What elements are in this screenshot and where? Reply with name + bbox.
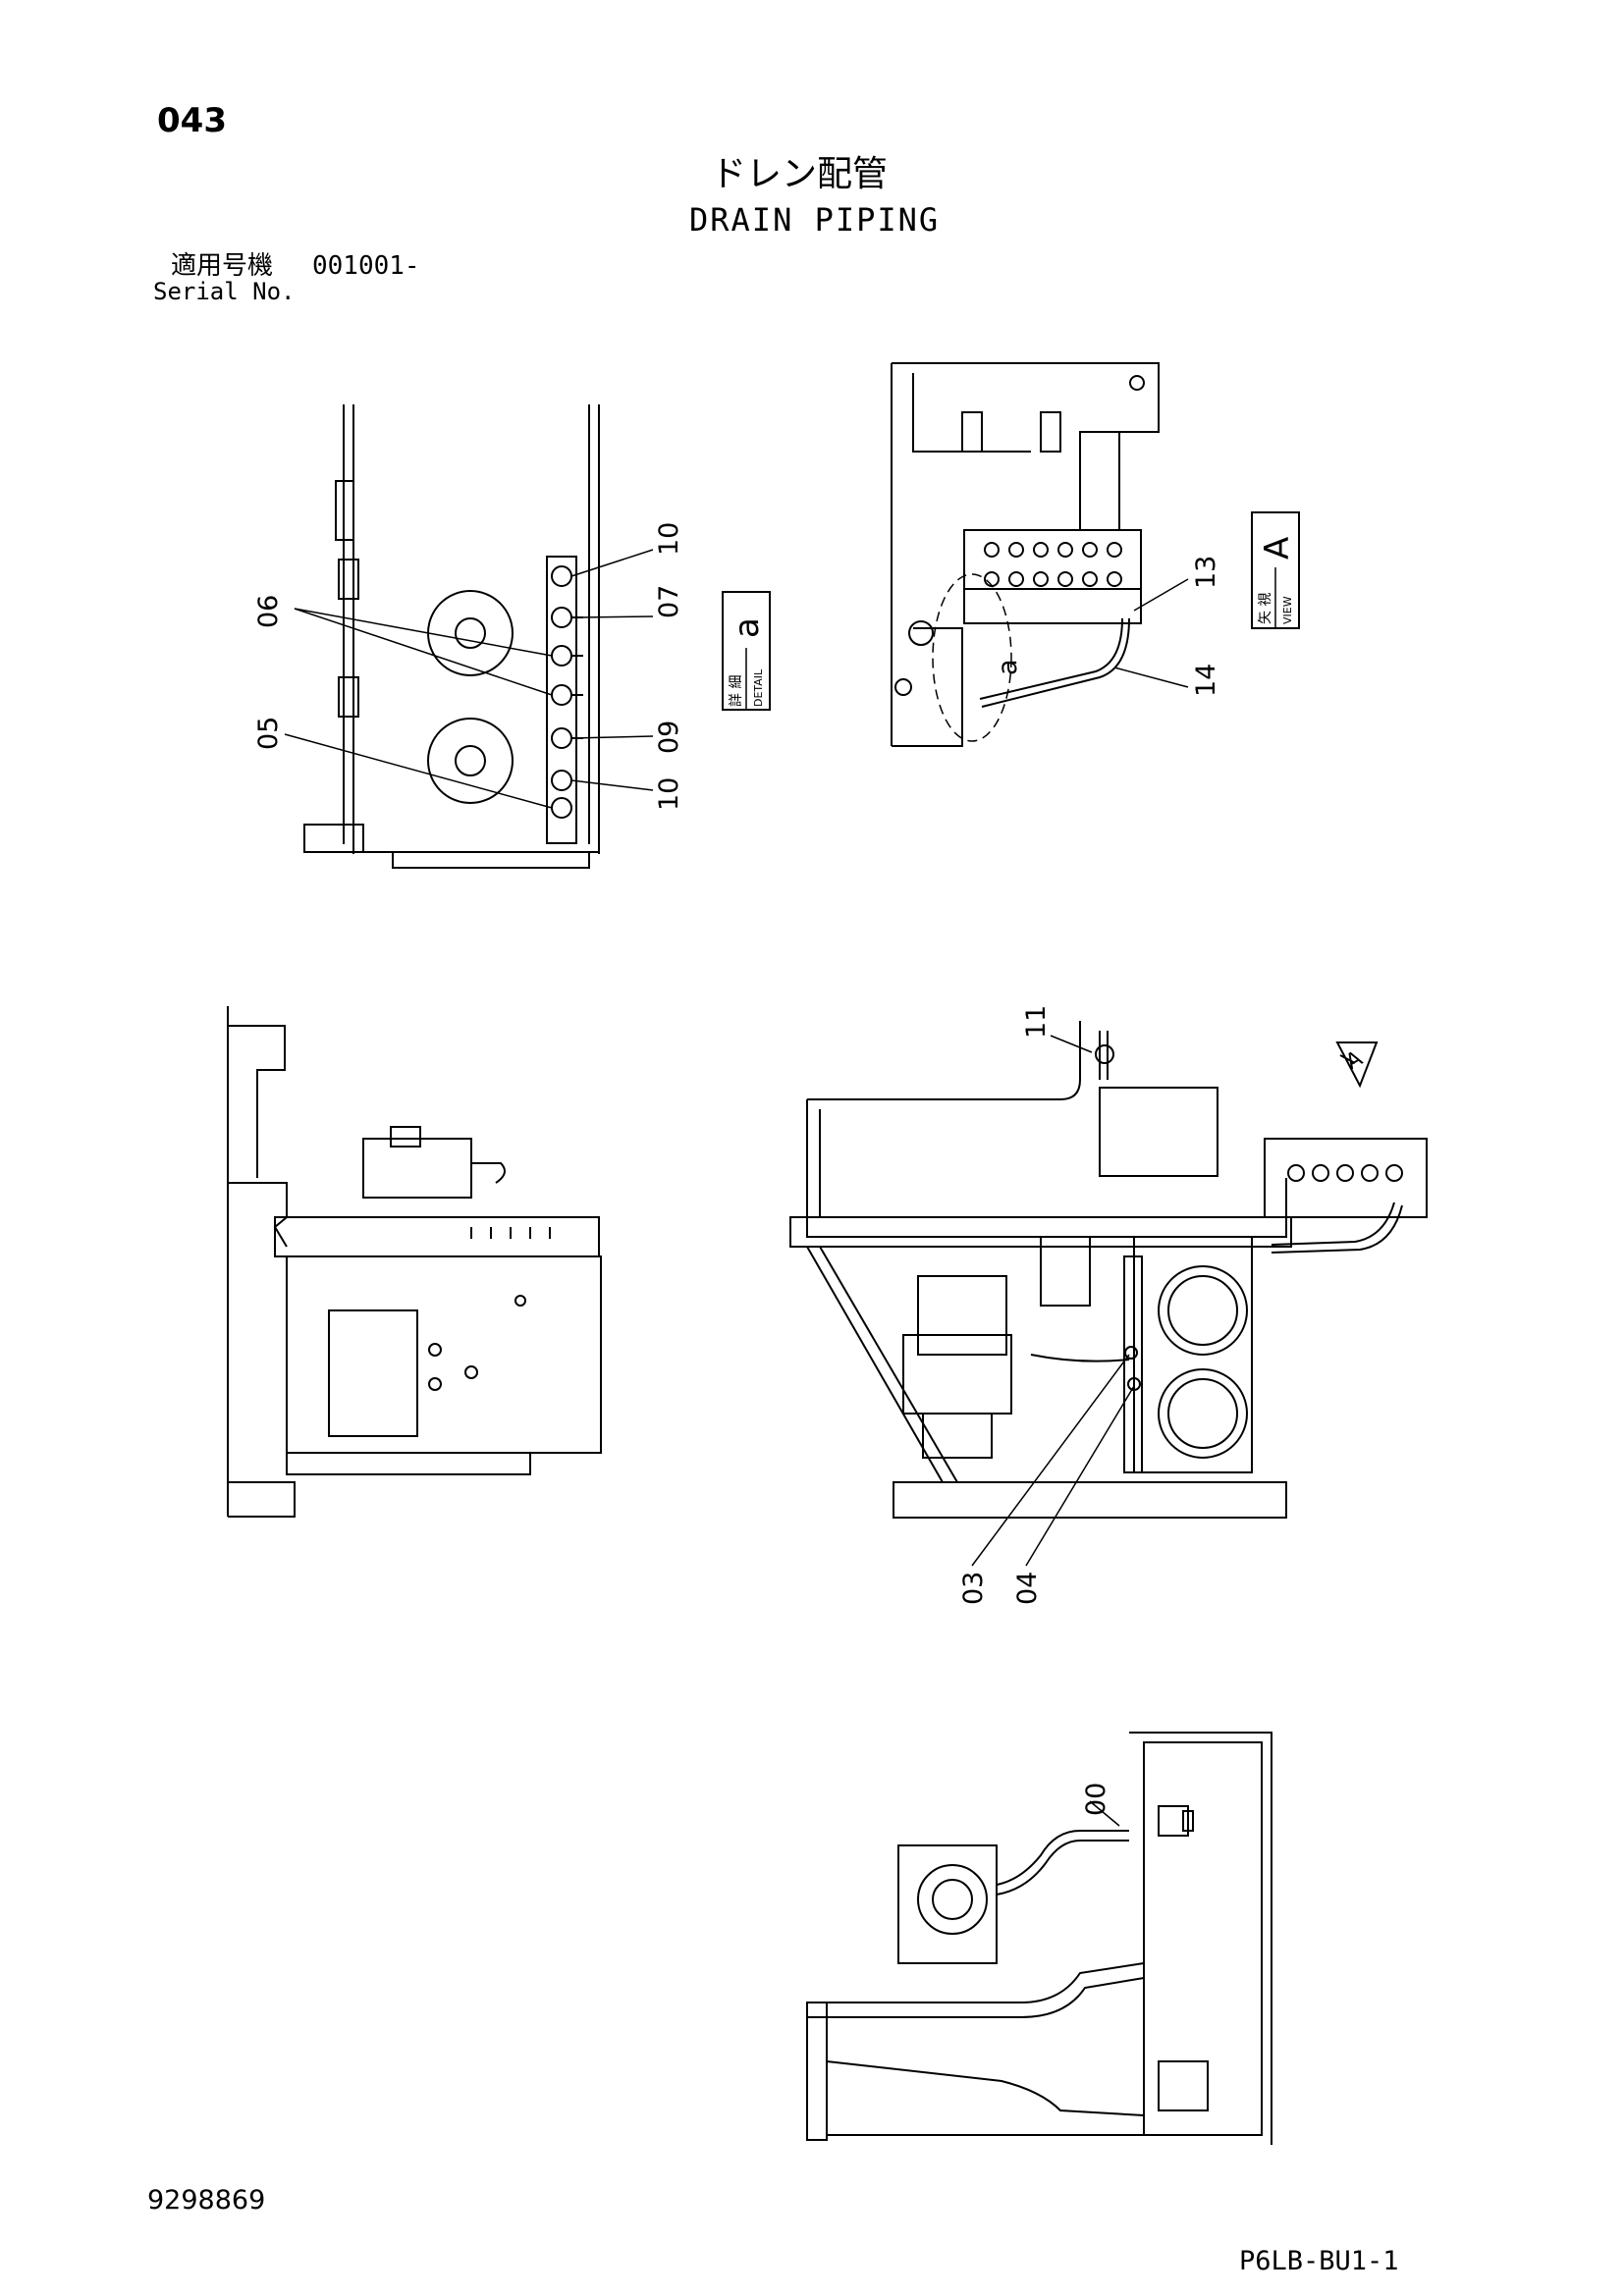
callout-09: 09 <box>654 721 684 754</box>
detail-label-jp: 詳 細 <box>729 675 744 707</box>
callout-11: 11 <box>1021 1005 1052 1039</box>
document-number: 9298869 <box>147 2185 266 2216</box>
callout-10-top: 10 <box>654 522 684 556</box>
callout-07: 07 <box>654 585 684 618</box>
view-a-leaders <box>1113 578 1189 688</box>
callout-05: 05 <box>253 717 284 750</box>
callout-04: 04 <box>1012 1572 1043 1605</box>
view-label-en: VIEW <box>1281 596 1294 624</box>
view-label-jp: 矢 視 <box>1258 593 1273 624</box>
serial-value: 001001- <box>312 251 420 281</box>
callout-10-bottom: 10 <box>654 777 684 811</box>
mid-right-callouts: 11 03 04 <box>958 1005 1052 1605</box>
detail-label-box: a 詳 細 DETAIL <box>722 591 771 711</box>
callout-06: 06 <box>253 595 284 628</box>
page-reference: P6LB-BU1-1 <box>1239 2246 1399 2276</box>
callout-a: a <box>993 659 1023 675</box>
detail-letter: a <box>728 617 767 638</box>
view-letter: A <box>1258 537 1297 560</box>
view-a-drawing <box>891 362 1160 747</box>
view-label-box: A 矢 視 VIEW <box>1251 511 1300 629</box>
mid-right-drawing <box>789 1021 1428 1519</box>
mid-right-leaders <box>971 1035 1135 1567</box>
serial-label-english: Serial No. <box>153 278 296 305</box>
serial-label-japanese: 適用号機 <box>171 251 274 281</box>
page-number: 043 <box>157 101 227 140</box>
mid-left-drawing <box>227 1006 602 1518</box>
title-japanese: ドレン配管 <box>711 154 889 194</box>
bottom-leaders <box>1089 1800 1120 1827</box>
bottom-callouts: 00 <box>1081 1783 1111 1816</box>
callout-13: 13 <box>1191 556 1221 589</box>
view-arrow-letter: A <box>1342 1046 1368 1075</box>
callout-03: 03 <box>958 1572 989 1605</box>
callout-14: 14 <box>1191 664 1221 697</box>
view-a-arrow: A <box>1335 1041 1379 1089</box>
detail-a-callouts: 06 05 10 07 09 10 <box>253 522 684 811</box>
callout-00: 00 <box>1081 1783 1111 1816</box>
bottom-drawing <box>806 1732 1272 2145</box>
detail-a-leaders <box>284 549 654 809</box>
detail-a-view <box>303 404 600 869</box>
detail-label-en: DETAIL <box>752 668 765 707</box>
title-english: DRAIN PIPING <box>689 201 941 239</box>
view-a-callouts: a 13 14 <box>993 556 1221 697</box>
